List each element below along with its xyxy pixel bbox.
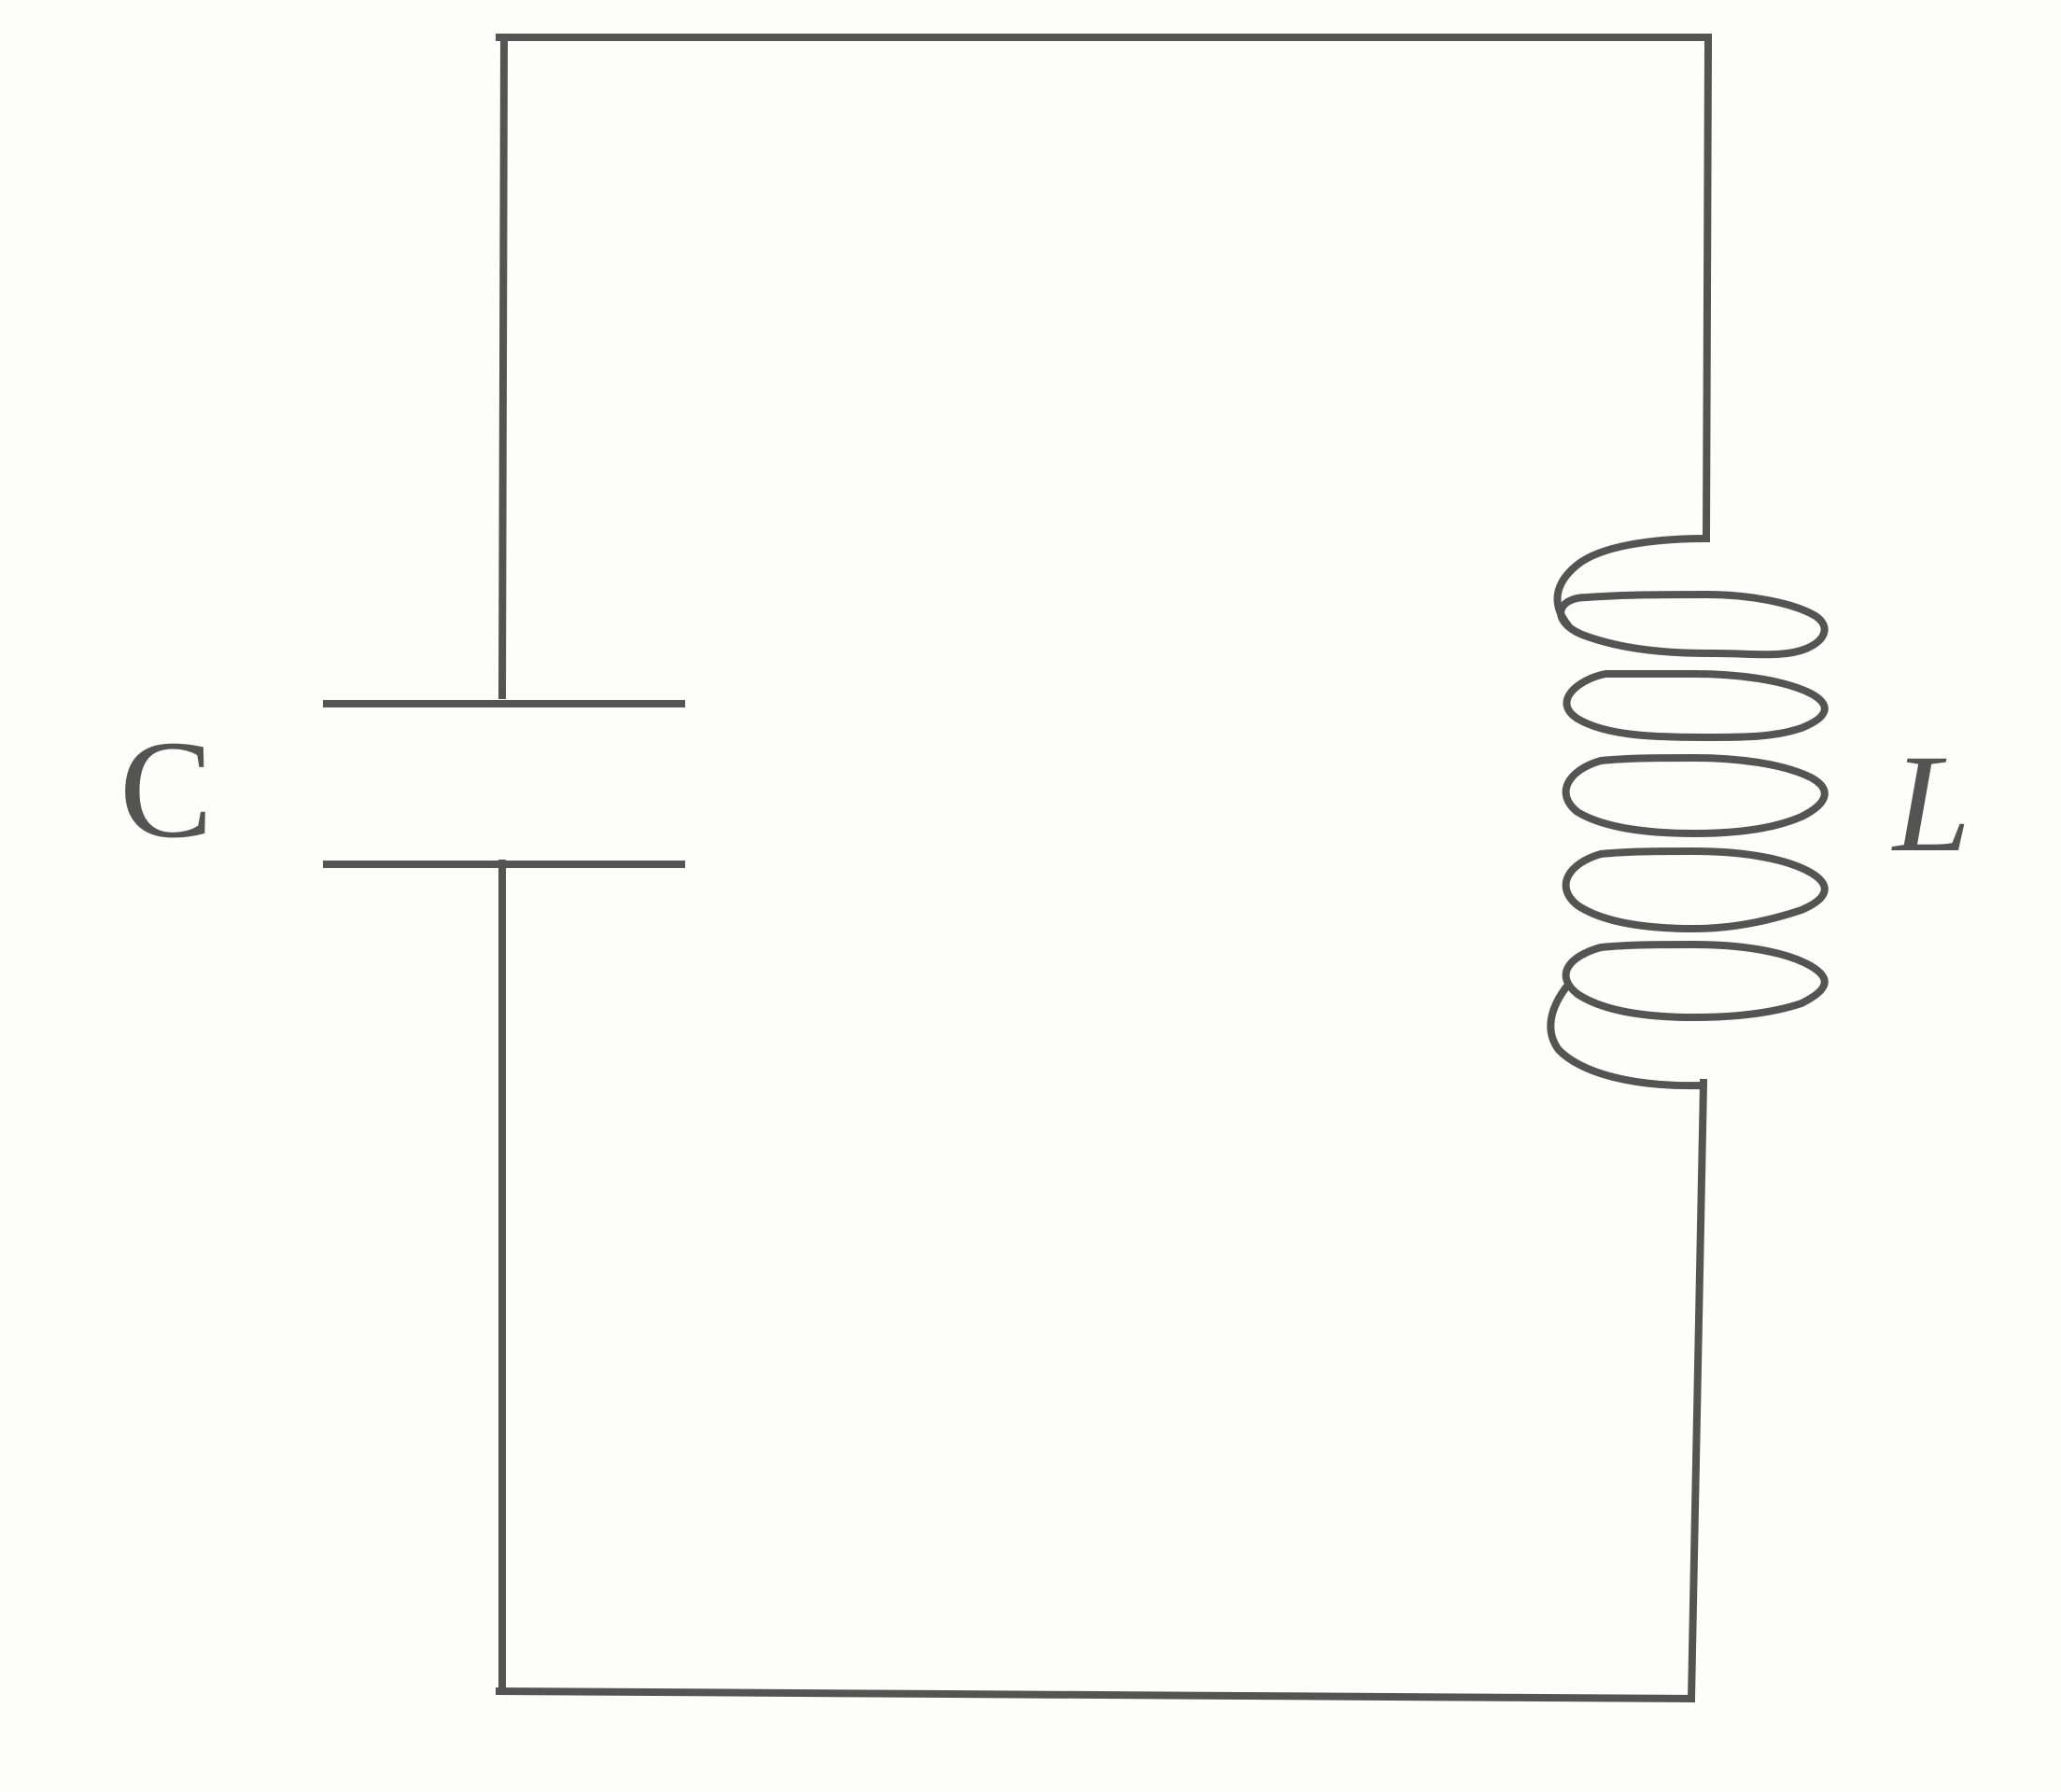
capacitor-label: C	[119, 712, 214, 867]
capacitor-symbol	[323, 700, 685, 868]
left-upper-wire	[498, 33, 509, 700]
coil-loop-3	[1562, 754, 1829, 837]
right-lower-wire	[1687, 1078, 1708, 1703]
coil-entry-lead	[1553, 535, 1710, 629]
inductor-label: L	[1893, 726, 1971, 881]
coil-loop-4	[1562, 847, 1829, 932]
coil-loop-5	[1562, 941, 1829, 1021]
coil-loop-2	[1563, 669, 1829, 741]
coil-loop-1	[1557, 591, 1829, 659]
bottom-wire	[495, 1687, 1696, 1703]
inductor-coil	[1547, 535, 1829, 1090]
coil-exit-lead	[1547, 981, 1707, 1090]
right-upper-wire	[1702, 40, 1713, 543]
circuit-wires	[495, 33, 1713, 1703]
